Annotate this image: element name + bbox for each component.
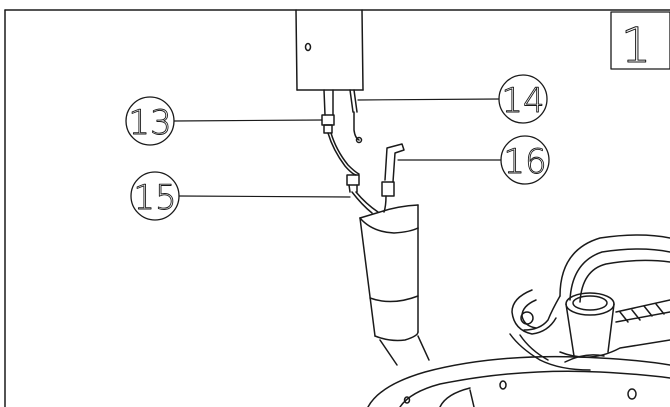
cable-bracket	[381, 143, 405, 213]
callout-13-label: 13	[128, 103, 171, 143]
lower-cable-connector	[346, 174, 379, 214]
callout-13: 13	[125, 96, 323, 146]
callout-15: 15	[130, 171, 351, 221]
bike-frame-base	[367, 354, 670, 407]
step-number-box: 1	[610, 11, 670, 75]
upper-seat-post	[295, 9, 364, 91]
handlebar-console	[509, 234, 670, 371]
seat-tube	[359, 204, 430, 366]
callout-15-label: 15	[133, 178, 176, 218]
drawing-border	[4, 9, 670, 407]
callout-16-label: 16	[503, 142, 546, 182]
tension-cable	[349, 89, 363, 144]
callout-16: 16	[397, 135, 550, 185]
upper-cable-connector	[321, 89, 360, 176]
callout-14: 14	[357, 74, 548, 124]
callout-14-label: 14	[501, 81, 544, 121]
step-number-label: 1	[621, 18, 652, 74]
